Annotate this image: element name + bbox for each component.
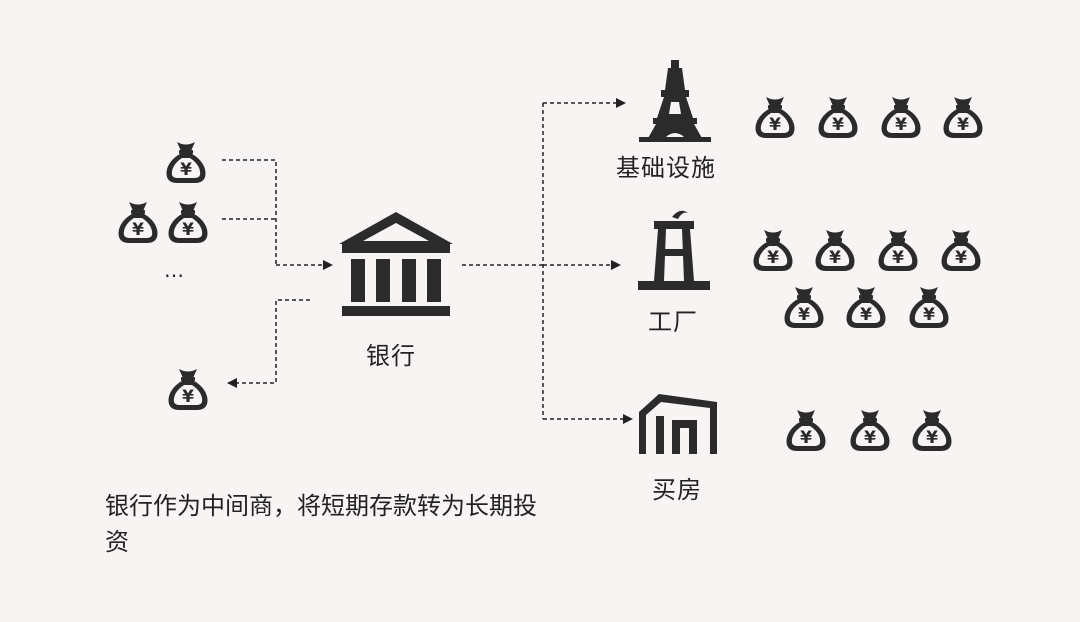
- svg-text:¥: ¥: [864, 428, 876, 448]
- svg-text:¥: ¥: [132, 220, 144, 240]
- money-bag-icon: ¥: [783, 406, 829, 452]
- svg-text:¥: ¥: [923, 305, 935, 325]
- money-bag-icon: ¥: [875, 226, 921, 272]
- factory-icon: [636, 205, 712, 291]
- ellipsis-text: …: [164, 258, 184, 282]
- money-bag-icon: ¥: [750, 226, 796, 272]
- factory-label: 工厂: [648, 308, 698, 336]
- money-bag-icon: ¥: [938, 226, 984, 272]
- tower-icon: [637, 60, 713, 142]
- svg-text:¥: ¥: [182, 220, 194, 240]
- money-bag-icon: ¥: [781, 283, 827, 329]
- svg-text:¥: ¥: [800, 428, 812, 448]
- bank-label: 银行: [366, 342, 416, 370]
- money-bag-icon: ¥: [815, 93, 861, 139]
- svg-text:¥: ¥: [832, 115, 844, 135]
- svg-text:¥: ¥: [769, 115, 781, 135]
- deposit-line-1: [222, 159, 277, 265]
- money-bag-icon: ¥: [843, 283, 889, 329]
- svg-text:¥: ¥: [180, 160, 192, 180]
- svg-text:¥: ¥: [798, 305, 810, 325]
- bank-icon: [337, 210, 455, 318]
- caption-text: 银行作为中间商，将短期存款转为长期投资: [105, 492, 537, 556]
- money-bag-icon: ¥: [909, 406, 955, 452]
- svg-text:¥: ¥: [860, 305, 872, 325]
- svg-text:¥: ¥: [955, 248, 967, 268]
- money-bag-icon: ¥: [165, 365, 211, 411]
- house-icon: [637, 390, 721, 456]
- money-bag-icon: ¥: [115, 198, 161, 244]
- withdraw-line: [227, 299, 310, 388]
- svg-text:¥: ¥: [767, 248, 779, 268]
- money-bag-icon: ¥: [906, 283, 952, 329]
- money-bag-icon: ¥: [940, 93, 986, 139]
- house-label: 买房: [652, 476, 702, 504]
- money-bag-icon: ¥: [847, 406, 893, 452]
- svg-text:¥: ¥: [957, 115, 969, 135]
- svg-text:¥: ¥: [926, 428, 938, 448]
- money-bag-icon: ¥: [163, 138, 209, 184]
- svg-text:¥: ¥: [829, 248, 841, 268]
- svg-text:¥: ¥: [895, 115, 907, 135]
- money-bag-icon: ¥: [752, 93, 798, 139]
- svg-text:¥: ¥: [892, 248, 904, 268]
- money-bag-icon: ¥: [165, 198, 211, 244]
- svg-text:¥: ¥: [182, 387, 194, 407]
- infrastructure-label: 基础设施: [616, 154, 716, 182]
- money-bag-icon: ¥: [878, 93, 924, 139]
- money-bag-icon: ¥: [812, 226, 858, 272]
